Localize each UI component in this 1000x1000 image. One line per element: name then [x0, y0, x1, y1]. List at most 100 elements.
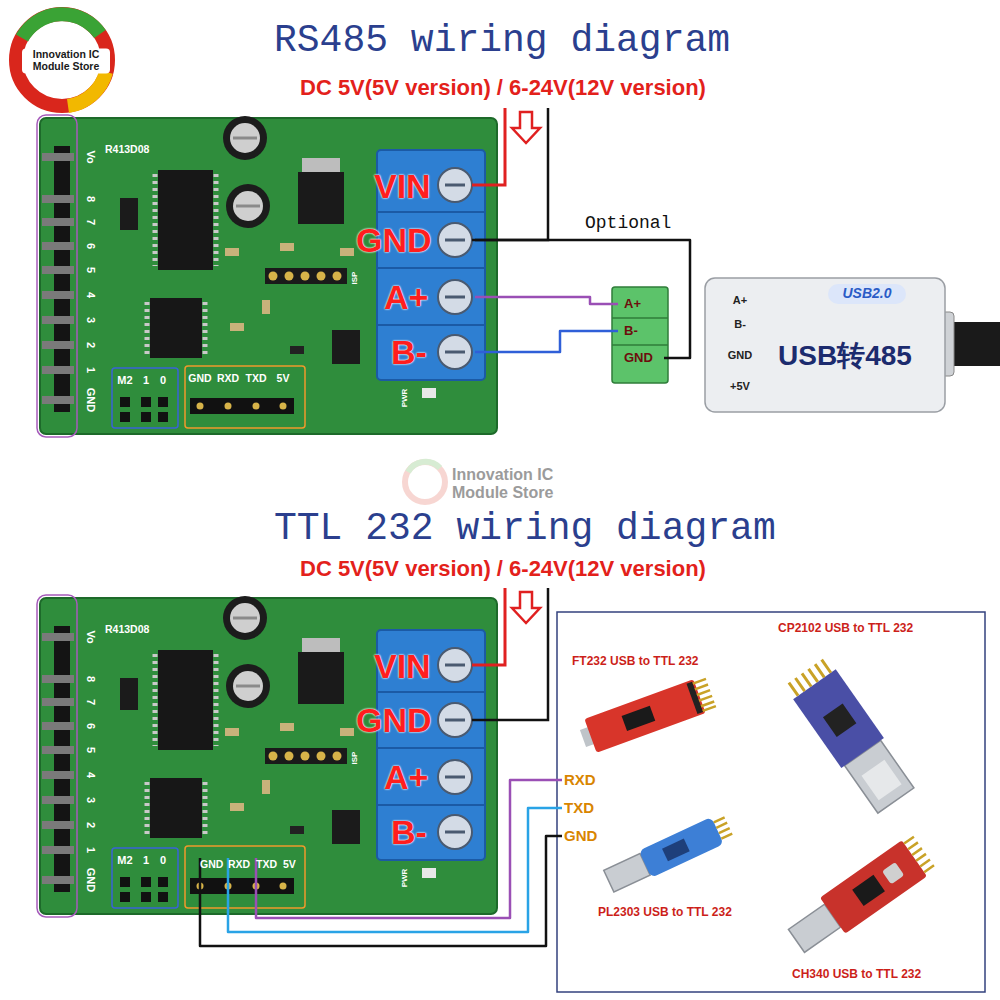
- watermark-logo: [405, 462, 445, 502]
- section-heading: TTL 232 wiring diagram: [274, 510, 776, 548]
- header-label-text: GND: [188, 372, 211, 384]
- power-wire: [472, 108, 548, 240]
- adapter-caption-text: CH340 USB to TTL 232: [792, 967, 921, 981]
- jumper-label-text: M2: [117, 854, 132, 866]
- adapter-caption: CH340 USB to TTL 232: [792, 968, 921, 981]
- green-terminal: [612, 287, 668, 383]
- pin-label: 1: [85, 367, 96, 373]
- terminal-label: B-: [391, 332, 427, 372]
- terminal-label: A+: [384, 757, 428, 797]
- pin-label: 4: [85, 292, 96, 298]
- pin-label-text: 7: [85, 219, 97, 225]
- watermark: Innovation IC Module Store: [452, 466, 592, 501]
- store-logo-text-text: Innovation IC Module Store: [33, 48, 100, 72]
- adapter-caption: PL2303 USB to TTL 232: [598, 906, 732, 919]
- pin-label-text: GND: [85, 868, 97, 892]
- pin-label: 7: [85, 219, 96, 225]
- usb-ttl-pin: RXD: [562, 770, 602, 790]
- wire: [475, 331, 618, 352]
- watermark-logo: [408, 462, 440, 472]
- ch340-adapter: [852, 875, 885, 906]
- cp2102-adapter: [793, 669, 884, 768]
- power-note-text: DC 5V(5V version) / 6-24V(12V version): [300, 75, 706, 100]
- power-wire: [472, 108, 505, 185]
- cp2102-adapter: [784, 656, 917, 815]
- power-led-label: PWR: [401, 389, 409, 408]
- power-led-label-text: PWR: [400, 869, 409, 888]
- relay-board-art: [37, 595, 497, 917]
- pin-label: 5: [85, 747, 96, 753]
- adapter-caption: CP2102 USB to TTL 232: [778, 622, 913, 635]
- pin-label-text: 6: [85, 243, 97, 249]
- ch340-adapter: [904, 837, 934, 873]
- header-label-text: 5V: [277, 372, 290, 384]
- ch340-adapter: [820, 840, 927, 933]
- pin-label-text: GND: [85, 388, 97, 412]
- pin-label-text: 4: [85, 772, 97, 778]
- pin-label: 6: [85, 723, 96, 729]
- adapter-caption: FT232 USB to TTL 232: [572, 655, 698, 668]
- pin-label: 8: [85, 676, 96, 682]
- pin-label-text: 1: [85, 367, 97, 373]
- power-note: DC 5V(5V version) / 6-24V(12V version): [300, 77, 706, 99]
- wire: [256, 780, 562, 918]
- pin-label: 1: [85, 847, 96, 853]
- terminal-label: GND: [356, 220, 432, 260]
- section-heading: RS485 wiring diagram: [274, 22, 730, 60]
- jumper-label-text: 1: [143, 854, 149, 866]
- power-note-text: DC 5V(5V version) / 6-24V(12V version): [300, 556, 706, 581]
- isp-label-text: ISP: [350, 272, 359, 285]
- isp-label-text: ISP: [350, 752, 359, 765]
- ch340-adapter: [882, 862, 904, 884]
- pin-label-text: 2: [85, 342, 97, 348]
- pin-label-text: 5: [85, 267, 97, 273]
- store-logo: [22, 14, 100, 38]
- pin-label-text: Vo: [85, 630, 97, 643]
- pin-label: Vo: [85, 630, 96, 643]
- pin-label: Vo: [85, 150, 96, 163]
- watermark-text: Innovation IC Module Store: [452, 466, 553, 501]
- jumper-label-text: 0: [160, 854, 166, 866]
- usb-adapter-body: [705, 278, 1000, 412]
- header-label: 5V: [277, 373, 290, 384]
- wire-label: Optional: [583, 213, 673, 235]
- jumper-label-text: 1: [143, 374, 149, 386]
- jumper-label-text: 0: [160, 374, 166, 386]
- pin-label: GND: [85, 868, 96, 892]
- usb-adapter-body: [705, 278, 945, 412]
- screw-terminal: A+: [382, 277, 475, 317]
- power-note: DC 5V(5V version) / 6-24V(12V version): [300, 558, 706, 580]
- pin-label: 8: [85, 196, 96, 202]
- screw-terminal: GND: [354, 700, 475, 740]
- jumper-label: 1: [143, 375, 149, 386]
- screw-terminal: GND: [354, 220, 475, 260]
- power-led-label: PWR: [401, 869, 409, 888]
- pin-label-text: 3: [85, 317, 97, 323]
- pin-label-text: 6: [85, 723, 97, 729]
- pin-label-text: 8: [85, 676, 97, 682]
- power-arrow: [512, 592, 540, 623]
- terminal-pin-label: A+: [624, 294, 664, 314]
- header-label: GND: [188, 373, 211, 384]
- signal-name: RXD: [564, 770, 602, 790]
- pin-label-text: 7: [85, 699, 97, 705]
- screw-terminal: VIN: [372, 646, 475, 686]
- header-label-text: RXD: [217, 372, 239, 384]
- pin-name: 5V: [283, 858, 296, 871]
- signal-name: GND: [564, 826, 602, 846]
- wire: [475, 297, 618, 304]
- pin-label: GND: [85, 388, 96, 412]
- power-wire: [472, 588, 505, 665]
- terminal-pin-label: B-: [624, 321, 664, 341]
- wire: [228, 808, 562, 932]
- terminal-label: B-: [391, 812, 427, 852]
- terminal-label: VIN: [374, 646, 431, 686]
- header-label-text: TXD: [246, 372, 267, 384]
- power-wire: [472, 108, 548, 720]
- header-label: TXD: [246, 373, 267, 384]
- board-model: R413D08: [105, 144, 149, 156]
- watermark-logo: [405, 462, 445, 502]
- adapter-terminal: GND: [618, 348, 664, 368]
- pin-label: 3: [85, 797, 96, 803]
- isp-label: ISP: [351, 272, 359, 285]
